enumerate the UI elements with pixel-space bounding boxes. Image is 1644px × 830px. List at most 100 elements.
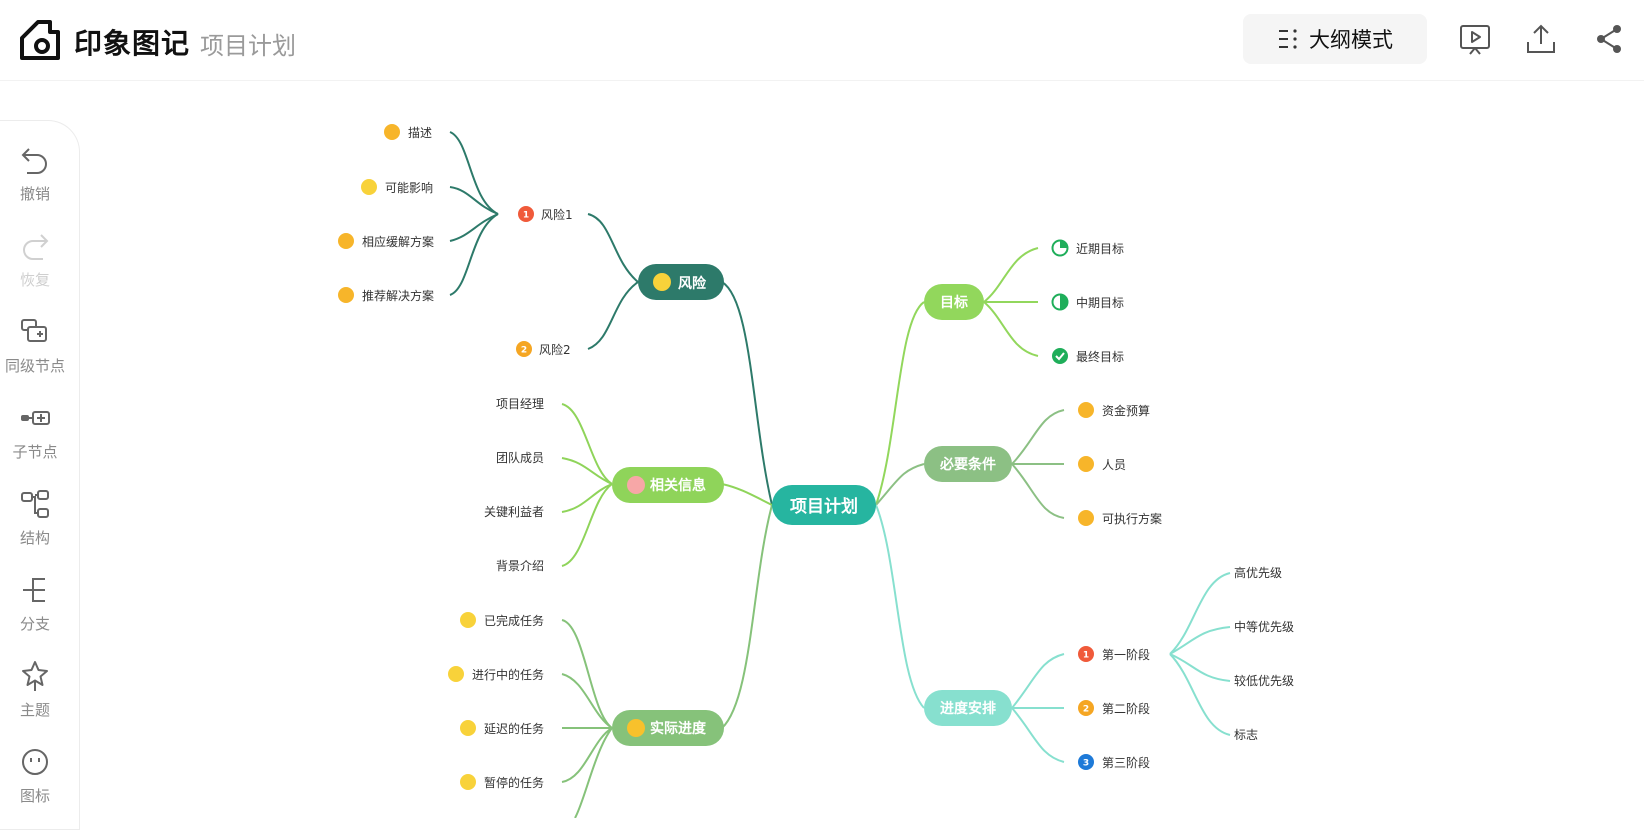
- hourglass-icon: [627, 719, 645, 737]
- emoji-button[interactable]: 图标: [0, 745, 70, 821]
- link-req-budget: [1011, 409, 1065, 465]
- required-leaf-plan[interactable]: 可执行方案: [1078, 510, 1162, 526]
- upload-icon[interactable]: [1524, 22, 1558, 56]
- risk1-leaf-desc[interactable]: 描述: [384, 124, 432, 140]
- link-info-pm: [561, 403, 613, 485]
- link-info-stake: [561, 483, 613, 513]
- risk2-node[interactable]: 2 风险2: [516, 341, 571, 357]
- link-st1-mid: [1169, 626, 1231, 655]
- sibling-node-button[interactable]: 同级节点: [0, 315, 70, 391]
- progress-leaf-doing[interactable]: 进行中的任务: [448, 666, 544, 682]
- heart-icon: [338, 233, 354, 249]
- risk1-leaf-impact[interactable]: 可能影响: [361, 179, 433, 195]
- branch-risk-node[interactable]: 风险: [638, 264, 724, 300]
- risk1-leaf-solution[interactable]: 推荐解决方案: [338, 287, 434, 303]
- svg-text:项目经理: 项目经理: [496, 397, 544, 411]
- risk1-node[interactable]: 1 风险1: [518, 206, 573, 222]
- stage1-leaf-mid[interactable]: 中等优先级: [1234, 619, 1294, 634]
- root-node[interactable]: 项目计划: [772, 485, 876, 525]
- progress-leaf-paused[interactable]: 暂停的任务: [460, 774, 544, 790]
- progress-leaf-delayed[interactable]: 延迟的任务: [460, 720, 544, 736]
- app-name: 印象图记: [74, 27, 191, 60]
- child-node-label: 子节点: [12, 443, 58, 461]
- link-risk-risk2: [587, 281, 639, 350]
- svg-text:相应缓解方案: 相应缓解方案: [362, 234, 434, 249]
- svg-text:中期目标: 中期目标: [1076, 295, 1124, 310]
- link-sch-3: [1011, 707, 1065, 763]
- theme-button[interactable]: 主题: [0, 659, 70, 735]
- svg-text:描述: 描述: [408, 126, 432, 140]
- top-header: 印象图记 项目计划 大纲模式: [0, 0, 1644, 81]
- info-leaf-stakeholder[interactable]: 关键利益者: [484, 505, 544, 519]
- smiling-face-icon: [448, 666, 464, 682]
- schedule-stage-2[interactable]: 2 第二阶段: [1078, 700, 1150, 716]
- goal-leaf-final[interactable]: 最终目标: [1052, 348, 1124, 364]
- document-title[interactable]: 项目计划: [200, 32, 296, 60]
- svg-text:暂停的任务: 暂停的任务: [484, 775, 544, 790]
- stage1-leaf-flag[interactable]: 标志: [1234, 728, 1258, 742]
- branch-required-node[interactable]: 必要条件: [924, 446, 1012, 482]
- info-leaf-team[interactable]: 团队成员: [496, 450, 544, 465]
- stage1-leaf-low[interactable]: 较低优先级: [1234, 673, 1294, 688]
- link-info-bg: [561, 483, 613, 567]
- present-icon[interactable]: [1458, 22, 1492, 56]
- stage1-leaf-high[interactable]: 高优先级: [1234, 565, 1282, 580]
- person-icon: [1078, 456, 1094, 472]
- share-icon[interactable]: [1592, 22, 1626, 56]
- svg-text:相关信息: 相关信息: [650, 477, 706, 494]
- progress-leaf-done[interactable]: 已完成任务: [460, 612, 544, 628]
- priority-number: 1: [523, 211, 529, 221]
- branch-info-node[interactable]: 相关信息: [612, 467, 724, 503]
- emoji-icon: [22, 749, 48, 775]
- theme-icon: [22, 661, 48, 691]
- link-st1-flag: [1169, 653, 1231, 736]
- priority-1-icon: [518, 206, 534, 222]
- goal-leaf-near[interactable]: 近期目标: [1051, 239, 1125, 257]
- link-root-risk: [721, 281, 773, 506]
- link-risk1-mitigation: [449, 213, 499, 242]
- structure-button[interactable]: 结构: [0, 487, 70, 563]
- svg-text:团队成员: 团队成员: [496, 450, 544, 465]
- goal-leaf-mid[interactable]: 中期目标: [1051, 293, 1125, 311]
- outline-mode-button[interactable]: 大纲模式: [1243, 14, 1427, 64]
- child-node-icon: [21, 411, 50, 425]
- link-root-info: [721, 483, 773, 506]
- schedule-stage-1[interactable]: 1 第一阶段: [1078, 646, 1150, 662]
- priority-number: 1: [1083, 651, 1089, 661]
- branch-schedule-node[interactable]: 进度安排: [924, 690, 1012, 726]
- link-root-goal: [875, 301, 925, 506]
- smirk-face-icon: [460, 720, 476, 736]
- priority-number: 3: [1083, 759, 1089, 769]
- svg-text:背景介绍: 背景介绍: [496, 559, 544, 573]
- required-leaf-budget[interactable]: 资金预算: [1078, 402, 1150, 418]
- svg-text:已完成任务: 已完成任务: [484, 613, 544, 628]
- risk1-leaf-mitigation[interactable]: 相应缓解方案: [338, 233, 434, 249]
- svg-text:延迟的任务: 延迟的任务: [484, 721, 544, 736]
- link-root-schedule: [875, 504, 925, 709]
- required-leaf-people[interactable]: 人员: [1078, 456, 1126, 472]
- svg-text:中等优先级: 中等优先级: [1234, 619, 1294, 634]
- redo-button[interactable]: 恢复: [0, 229, 70, 305]
- svg-text:项目计划: 项目计划: [790, 496, 858, 517]
- link-info-team: [561, 457, 613, 485]
- svg-text:第二阶段: 第二阶段: [1102, 701, 1150, 716]
- svg-text:实际进度: 实际进度: [650, 720, 707, 737]
- priority-number: 2: [521, 346, 527, 356]
- undo-button[interactable]: 撤销: [0, 143, 70, 219]
- tag-icon: [627, 476, 645, 494]
- child-node-button[interactable]: 子节点: [0, 401, 70, 477]
- branch-goal-node[interactable]: 目标: [924, 284, 984, 320]
- svg-text:资金预算: 资金预算: [1102, 403, 1150, 418]
- svg-text:风险1: 风险1: [541, 207, 573, 222]
- info-leaf-background[interactable]: 背景介绍: [496, 559, 544, 573]
- branch-button[interactable]: 分支: [0, 573, 70, 649]
- link-root-progress: [721, 504, 773, 729]
- info-leaf-pm[interactable]: 项目经理: [496, 397, 544, 411]
- branch-progress-node[interactable]: 实际进度: [612, 710, 724, 746]
- schedule-stage-3[interactable]: 3 第三阶段: [1078, 754, 1150, 770]
- undo-label: 撤销: [19, 185, 50, 203]
- link-risk1-impact: [449, 186, 499, 215]
- svg-text:近期目标: 近期目标: [1076, 242, 1124, 256]
- outline-icon: [1279, 29, 1297, 49]
